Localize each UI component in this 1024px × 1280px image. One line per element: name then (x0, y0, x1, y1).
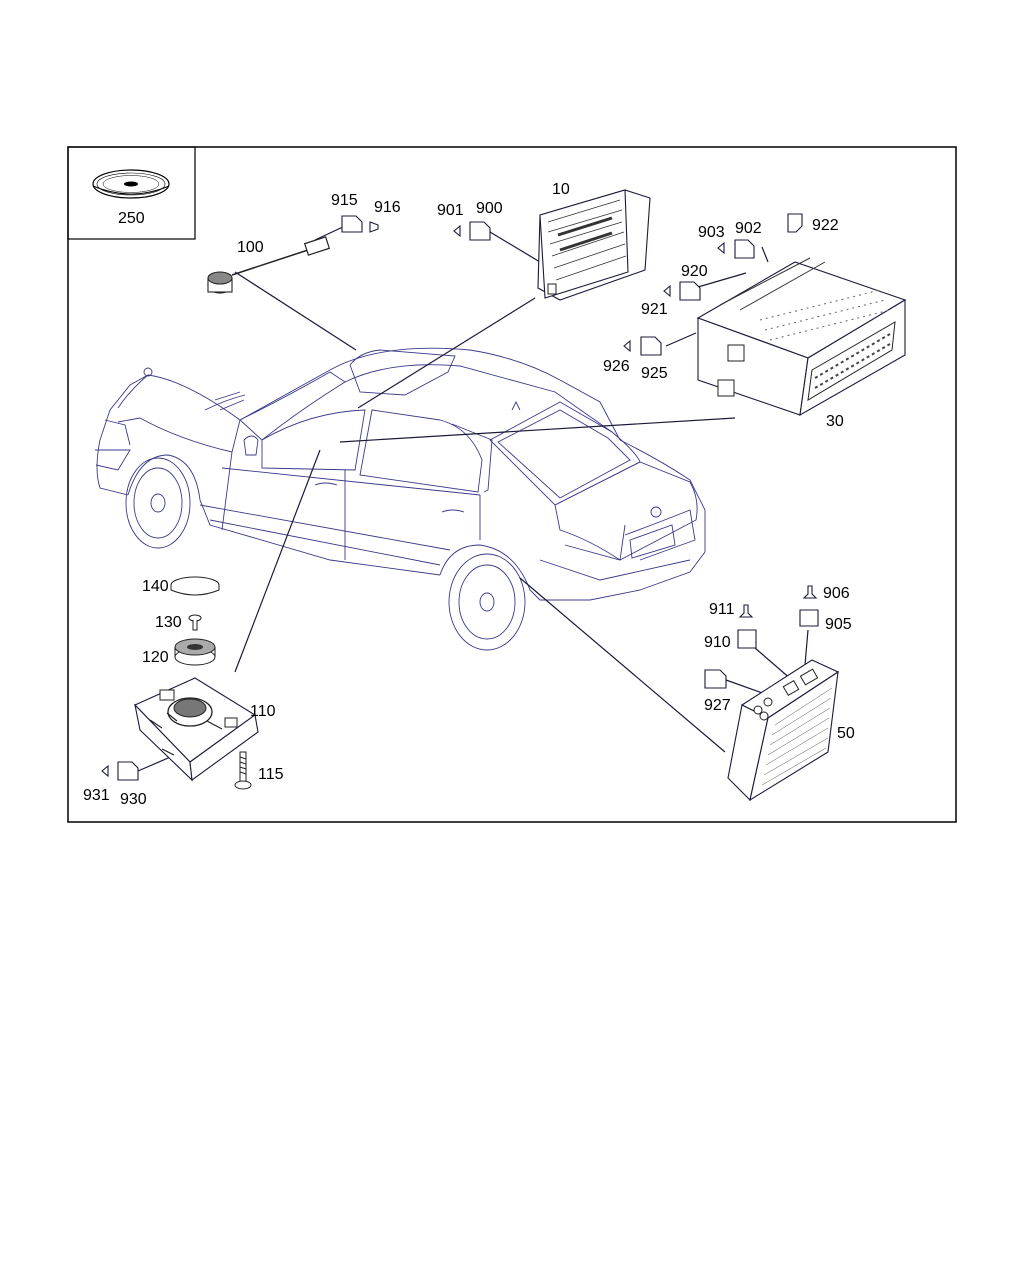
part-50-module (727, 659, 840, 802)
leader-lines (137, 225, 809, 772)
label-930: 930 (120, 791, 147, 808)
label-100: 100 (237, 239, 264, 256)
label-902: 902 (735, 220, 762, 237)
connector-900 (469, 221, 491, 241)
label-900: 900 (476, 200, 503, 217)
pin-916 (369, 221, 379, 233)
part-100-cable (207, 236, 331, 294)
connector-925 (640, 336, 662, 356)
pin-931 (101, 764, 109, 778)
connector-910 (737, 629, 757, 649)
connector-922 (787, 213, 803, 233)
label-130: 130 (155, 614, 182, 631)
connector-915 (341, 215, 363, 233)
pin-901 (453, 224, 461, 238)
connector-930 (117, 761, 139, 781)
disc-icon (92, 169, 170, 199)
pin-926 (623, 339, 631, 353)
pin-903 (717, 241, 725, 255)
pin-911 (738, 604, 754, 618)
label-920: 920 (681, 263, 708, 280)
label-140: 140 (142, 578, 169, 595)
connector-902 (734, 239, 755, 259)
label-927: 927 (704, 697, 731, 714)
label-925: 925 (641, 365, 668, 382)
label-110: 110 (250, 703, 276, 720)
label-906: 906 (823, 585, 850, 602)
label-916: 916 (374, 199, 401, 216)
part-10-display (537, 189, 651, 301)
label-50: 50 (837, 725, 855, 742)
connector-927 (704, 669, 727, 689)
label-905: 905 (825, 616, 852, 633)
pin-921 (663, 284, 671, 298)
part-140-cover (170, 576, 220, 596)
label-250: 250 (118, 210, 145, 227)
connector-920 (679, 281, 701, 301)
part-110-mechanism (134, 677, 259, 782)
part-130-screw (188, 614, 202, 631)
label-910: 910 (704, 634, 731, 651)
label-903: 903 (698, 224, 725, 241)
label-901: 901 (437, 202, 464, 219)
pin-906 (802, 585, 818, 599)
car-illustration (95, 347, 706, 651)
label-115: 115 (258, 766, 284, 783)
part-120-bearing (174, 638, 216, 666)
label-915: 915 (331, 192, 358, 209)
label-922: 922 (812, 217, 839, 234)
part-30-head-unit (696, 257, 907, 417)
part-115-screw (234, 751, 252, 790)
inset-frame (67, 146, 196, 240)
label-911: 911 (709, 601, 735, 618)
label-931: 931 (83, 787, 110, 804)
label-921: 921 (641, 301, 668, 318)
connector-905 (799, 609, 819, 627)
label-30: 30 (826, 413, 844, 430)
label-120: 120 (142, 649, 169, 666)
label-10: 10 (552, 181, 570, 198)
diagram-frame (67, 146, 957, 823)
label-926: 926 (603, 358, 630, 375)
